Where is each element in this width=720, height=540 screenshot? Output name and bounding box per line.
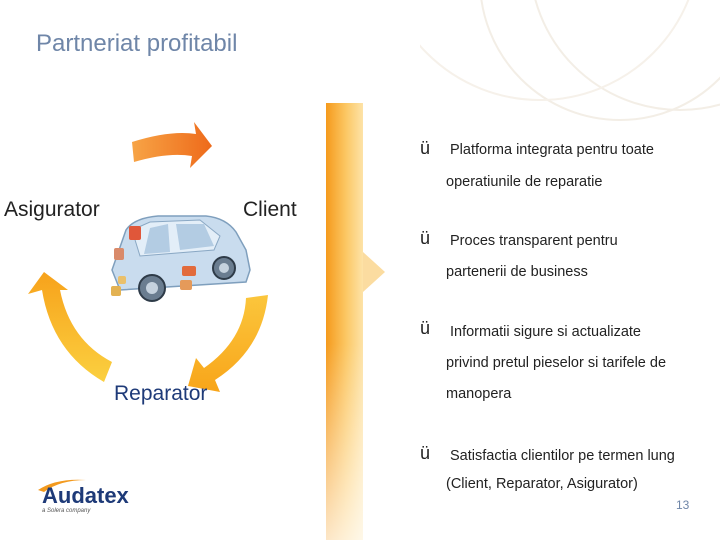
checkmark-icon: ü bbox=[420, 443, 431, 463]
bullet-1-line-1: Platforma integrata pentru toate bbox=[450, 142, 654, 158]
checkmark-icon: ü bbox=[420, 138, 431, 158]
car-illustration bbox=[111, 215, 251, 302]
separator-bar bbox=[326, 103, 363, 540]
page-title: Partneriat profitabil bbox=[36, 30, 238, 57]
checkmark-icon: ü bbox=[420, 228, 431, 248]
decorative-circles bbox=[420, 0, 720, 121]
bullet-4-line-1: Satisfactia clientilor pe termen lung bbox=[450, 448, 675, 464]
bullet-3-line-2: privind pretul pieselor si tarifele de bbox=[446, 355, 667, 371]
arrow-right bbox=[188, 295, 268, 392]
bullet-4-line-2: (Client, Reparator, Asigurator) bbox=[446, 476, 638, 492]
partnership-cycle-diagram bbox=[28, 122, 268, 392]
audatex-logo: Audatex a Solera company bbox=[38, 479, 130, 514]
logo-name: Audatex bbox=[42, 483, 130, 508]
bullet-1-line-2: operatiunile de reparatie bbox=[446, 174, 603, 190]
label-reparator: Reparator bbox=[114, 382, 208, 405]
arrow-top bbox=[132, 122, 212, 168]
checkmark-icon: ü bbox=[420, 318, 431, 338]
bar-arrow-icon bbox=[363, 252, 385, 292]
logo-tagline: a Solera company bbox=[42, 508, 91, 514]
label-client: Client bbox=[243, 198, 297, 221]
arrow-left bbox=[28, 272, 112, 382]
bullet-2-line-1: Proces transparent pentru bbox=[450, 233, 618, 249]
label-asigurator: Asigurator bbox=[4, 198, 100, 221]
bullet-3-line-3: manopera bbox=[446, 386, 512, 402]
bullet-3-line-1: Informatii sigure si actualizate bbox=[450, 324, 641, 340]
page-number: 13 bbox=[676, 498, 690, 512]
bullet-2-line-2: partenerii de business bbox=[446, 264, 588, 280]
